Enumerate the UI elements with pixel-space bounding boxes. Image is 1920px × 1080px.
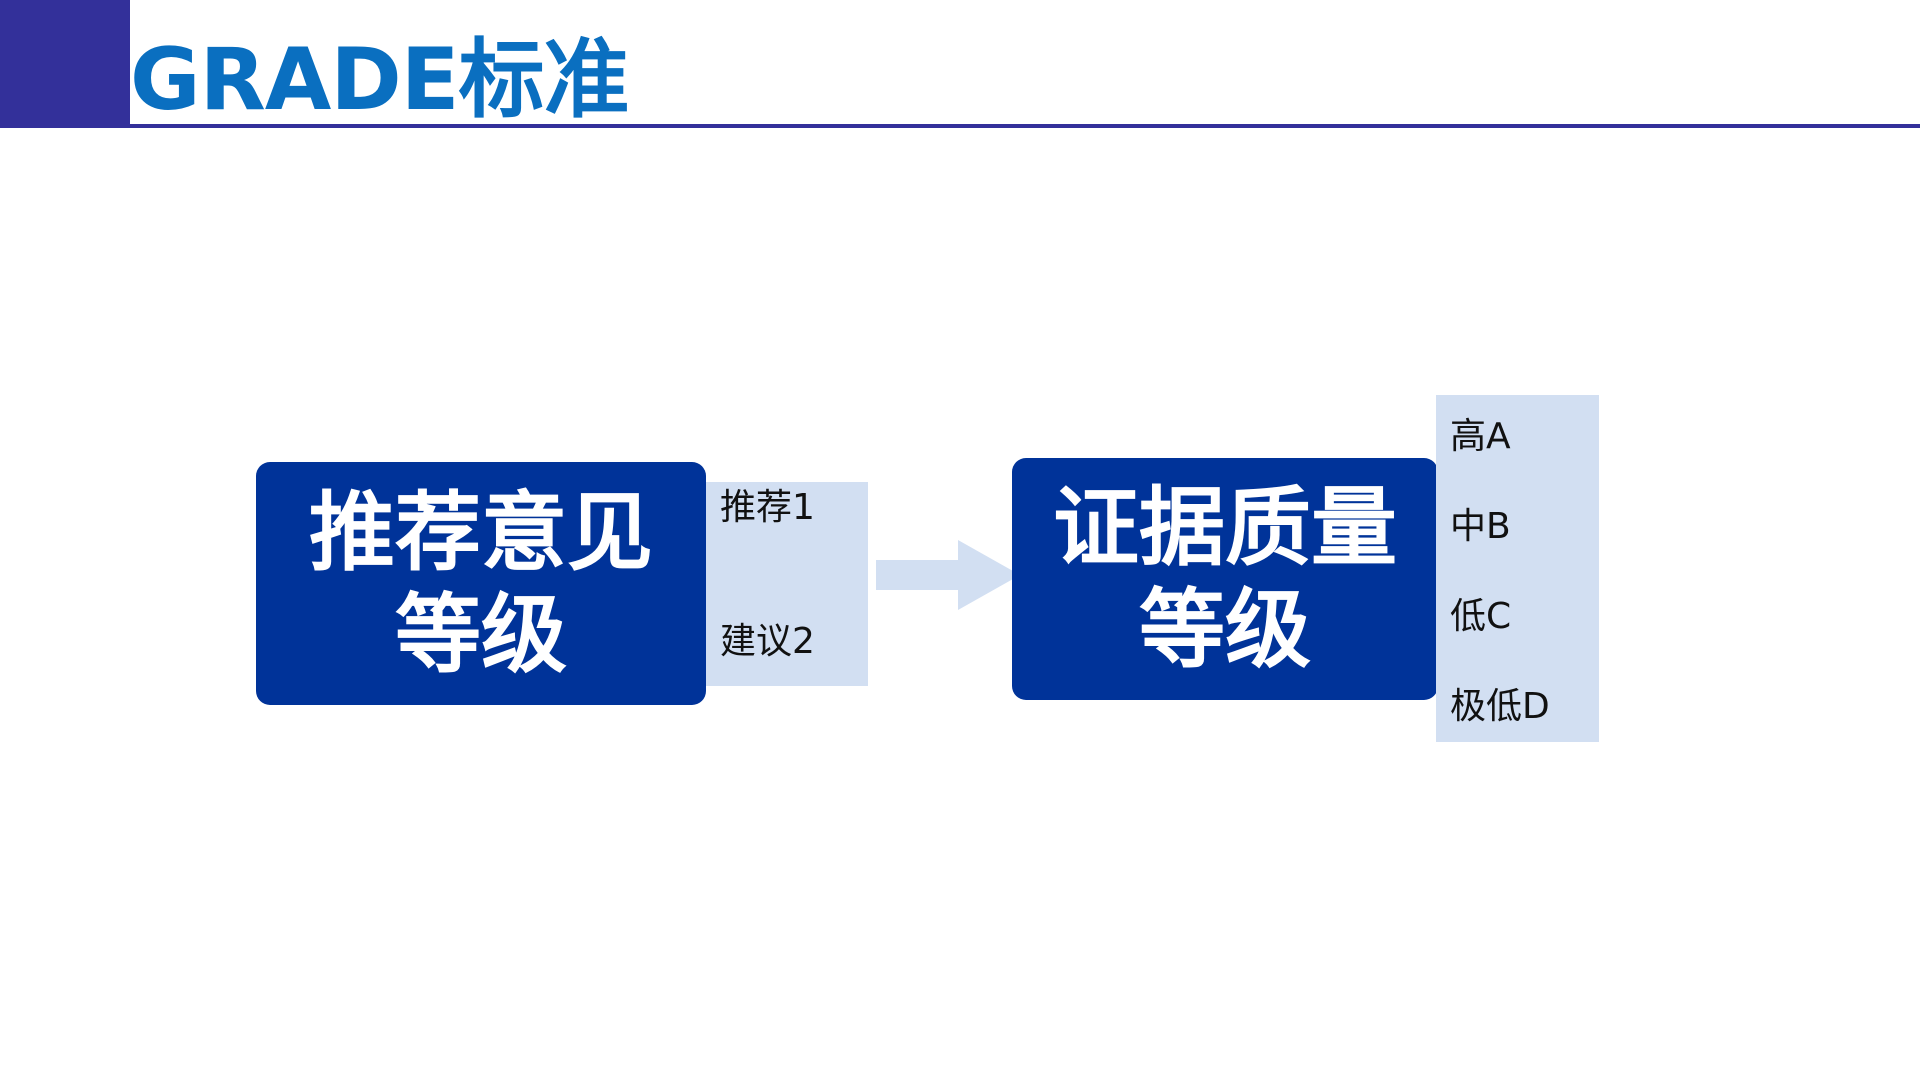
- title-divider: [30, 124, 1920, 128]
- evidence-level-very-low: 极低D: [1450, 686, 1550, 727]
- evidence-levels-panel: 高A 中B 低C 极低D: [1436, 395, 1599, 742]
- evidence-level-low: 低C: [1450, 596, 1512, 637]
- recommendation-levels-panel: 推荐1 建议2: [706, 482, 868, 686]
- slide-title: GRADE标准: [130, 30, 630, 130]
- corner-accent-block: [0, 0, 130, 128]
- recommendation-level-weak: 建议2: [720, 621, 815, 662]
- recommendation-box-line1: 推荐意见: [309, 482, 653, 583]
- evidence-box-line2: 等级: [1139, 580, 1311, 680]
- evidence-level-moderate: 中B: [1450, 506, 1511, 547]
- right-arrow-icon: [876, 540, 1020, 610]
- evidence-level-high: 高A: [1450, 416, 1511, 457]
- recommendation-grade-box: 推荐意见 等级: [256, 462, 706, 705]
- recommendation-box-line2: 等级: [395, 584, 567, 685]
- recommendation-level-strong: 推荐1: [720, 487, 815, 528]
- evidence-box-line1: 证据质量: [1053, 478, 1397, 578]
- evidence-quality-box: 证据质量 等级: [1012, 458, 1438, 700]
